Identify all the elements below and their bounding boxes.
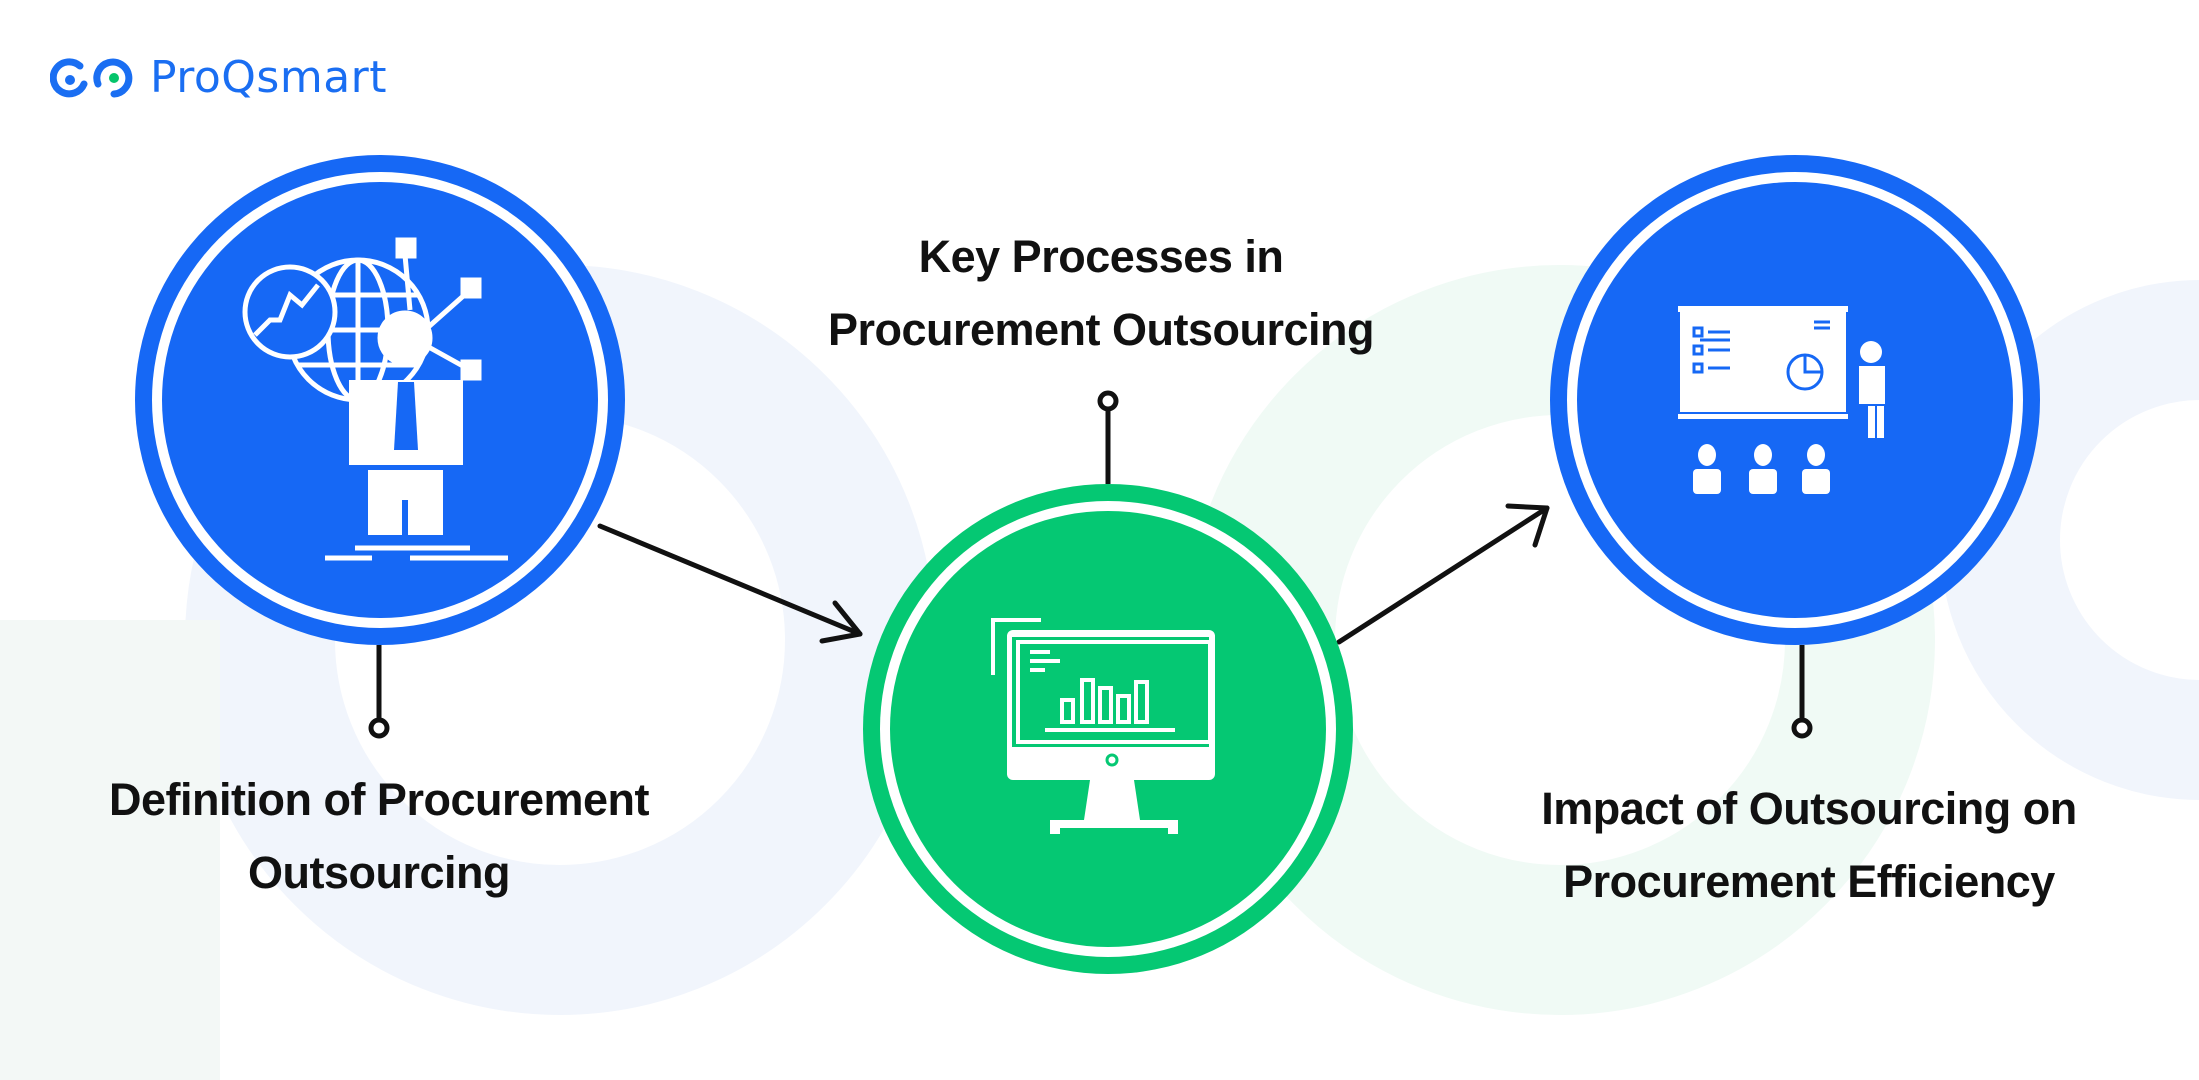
arrow-2-head	[1505, 503, 1550, 548]
step-2-title-line-1: Key Processes in	[918, 231, 1284, 282]
monitor-bar-chart-icon	[991, 618, 1215, 834]
step-1-title-line-1: Definition of Procurement	[108, 774, 650, 825]
step-1-title: Definition of Procurement Outsourcing	[0, 763, 759, 909]
brand-name: ProQsmart	[150, 52, 388, 103]
brand-logo: ProQsmart	[50, 52, 387, 103]
step-3-title-line-2: Procurement Efficiency	[1563, 856, 2055, 907]
step-3-circle	[1550, 155, 2040, 645]
step-3-title-line-1: Impact of Outsourcing on	[1541, 783, 2077, 834]
proqsmart-logo-icon	[50, 57, 133, 97]
arrows	[597, 503, 1550, 645]
arrow-1	[597, 523, 863, 637]
connector-dot-1	[368, 717, 390, 739]
step-1-title-line-2: Outsourcing	[248, 847, 511, 898]
connector-dot-2	[1097, 390, 1119, 412]
businessman-globe-network-icon	[242, 237, 508, 561]
connector-dot-3	[1791, 717, 1813, 739]
step-2-title-line-2: Procurement Outsourcing	[827, 304, 1375, 355]
step-2-circle	[863, 484, 1353, 974]
arrow-2	[1336, 505, 1550, 645]
step-1-circle	[135, 155, 625, 645]
presentation-audience-icon	[1678, 306, 1885, 494]
step-2-title: Key Processes in Procurement Outsourcing	[721, 220, 1481, 366]
arrow-1-head	[819, 600, 863, 644]
connectors	[368, 390, 1813, 739]
step-3-title: Impact of Outsourcing on Procurement Eff…	[1429, 772, 2189, 918]
